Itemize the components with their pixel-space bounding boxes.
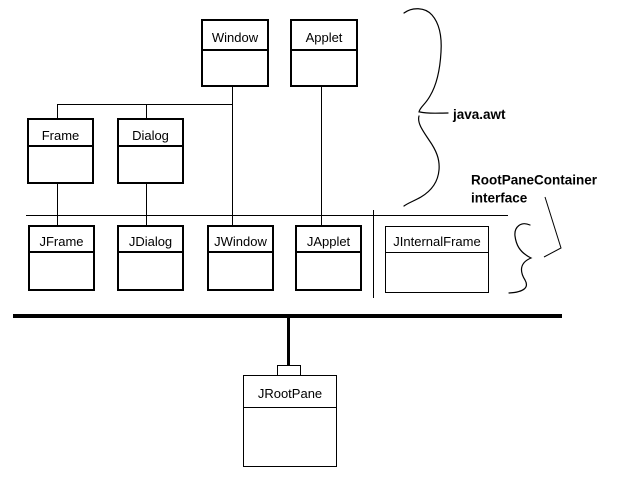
window-box [201, 19, 269, 87]
jdialog-box [117, 225, 184, 291]
java-awt-brace [403, 8, 449, 207]
java-awt-brace-lower [403, 115, 440, 207]
class-box-jdialog: JDialog [117, 225, 184, 291]
java-awt-brace-upper [403, 8, 442, 113]
dialog-label: Dialog [132, 128, 169, 143]
japplet-label: JApplet [307, 234, 351, 249]
class-box-jinternalframe: JInternalFrame [385, 226, 489, 293]
applet-label: Applet [306, 30, 343, 45]
class-box-jrootpane: JRootPane [243, 365, 337, 467]
class-box-dialog: Dialog [117, 118, 184, 184]
class-box-jwindow: JWindow [207, 225, 274, 291]
connector-lines [13, 87, 562, 365]
jinternalframe-box [385, 226, 489, 293]
class-box-window: Window [201, 19, 269, 87]
frame-box [27, 118, 94, 184]
java-awt-brace-tick [419, 111, 449, 114]
jframe-label: JFrame [39, 234, 83, 249]
class-box-jframe: JFrame [28, 225, 95, 291]
japplet-box [295, 225, 362, 291]
jrootpane-label: JRootPane [258, 386, 322, 401]
frame-label: Frame [42, 128, 80, 143]
rootpane-container-brace [508, 223, 533, 294]
class-box-applet: Applet [290, 19, 358, 87]
jwindow-label: JWindow [214, 234, 267, 249]
interface-label: interface [471, 191, 528, 206]
jdialog-label: JDialog [129, 234, 172, 249]
jwindow-box [207, 225, 274, 291]
jframe-box [28, 225, 95, 291]
interface-pointer-line [543, 196, 562, 258]
applet-box [290, 19, 358, 87]
window-label: Window [212, 30, 259, 45]
java-awt-label: java.awt [452, 107, 506, 122]
jinternalframe-label: JInternalFrame [393, 234, 480, 249]
class-box-japplet: JApplet [295, 225, 362, 291]
jrootpane-connector-stub [277, 365, 301, 376]
jrootpane-box [243, 375, 337, 467]
rootpanecontainer-label: RootPaneContainer [471, 173, 598, 188]
dialog-box [117, 118, 184, 184]
class-box-frame: Frame [27, 118, 94, 184]
